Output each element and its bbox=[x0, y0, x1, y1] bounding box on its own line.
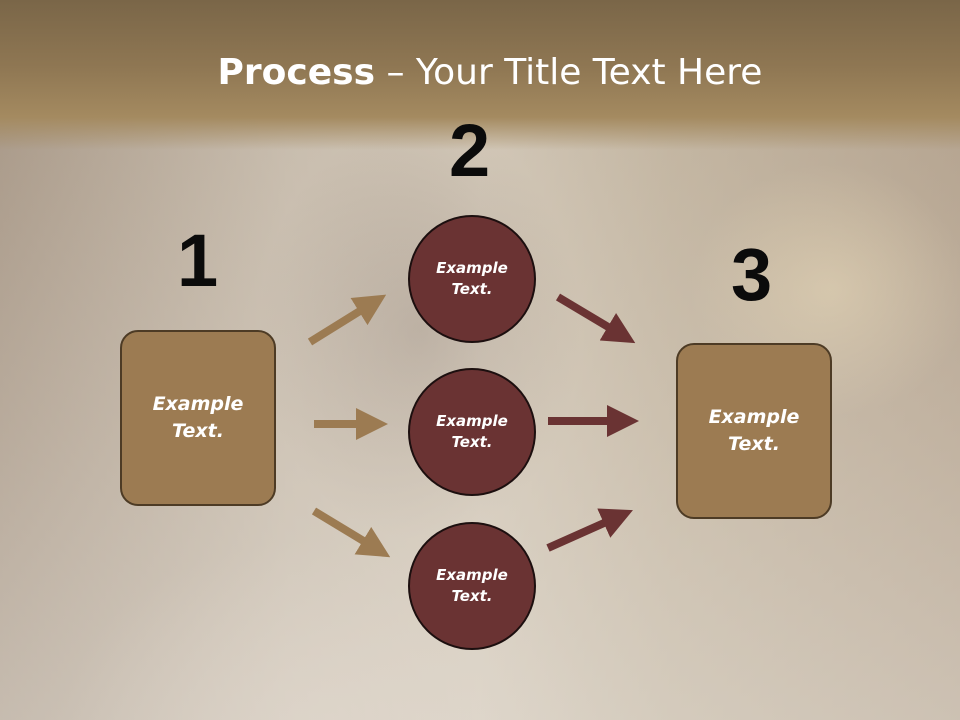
step-3-text: Example Text. bbox=[708, 406, 800, 455]
title-bold: Process bbox=[217, 52, 376, 93]
circle-text: Example Text. bbox=[436, 566, 508, 605]
step-2-circle-top: Example Text. bbox=[408, 215, 536, 343]
step-number-1: 1 bbox=[177, 219, 219, 302]
step-number-3: 3 bbox=[731, 233, 773, 316]
step-2-circle-bottom: Example Text. bbox=[408, 522, 536, 650]
title-rest: – Your Title Text Here bbox=[375, 52, 763, 93]
circle-text: Example Text. bbox=[436, 412, 508, 451]
page-title: Process – Your Title Text Here bbox=[0, 52, 960, 93]
arrow-bottom-circle-to-box3 bbox=[546, 508, 633, 552]
arrow-box1-to-bottom-circle bbox=[311, 507, 391, 558]
arrow-box1-to-top-circle bbox=[307, 294, 387, 346]
step-1-text: Example Text. bbox=[152, 393, 244, 442]
circle-text: Example Text. bbox=[436, 259, 508, 298]
step-1-box: Example Text. bbox=[120, 330, 276, 506]
step-number-2: 2 bbox=[449, 109, 491, 192]
step-2-circle-middle: Example Text. bbox=[408, 368, 536, 496]
title-band bbox=[0, 0, 960, 150]
arrow-top-circle-to-box3 bbox=[555, 293, 636, 344]
step-3-box: Example Text. bbox=[676, 343, 832, 519]
